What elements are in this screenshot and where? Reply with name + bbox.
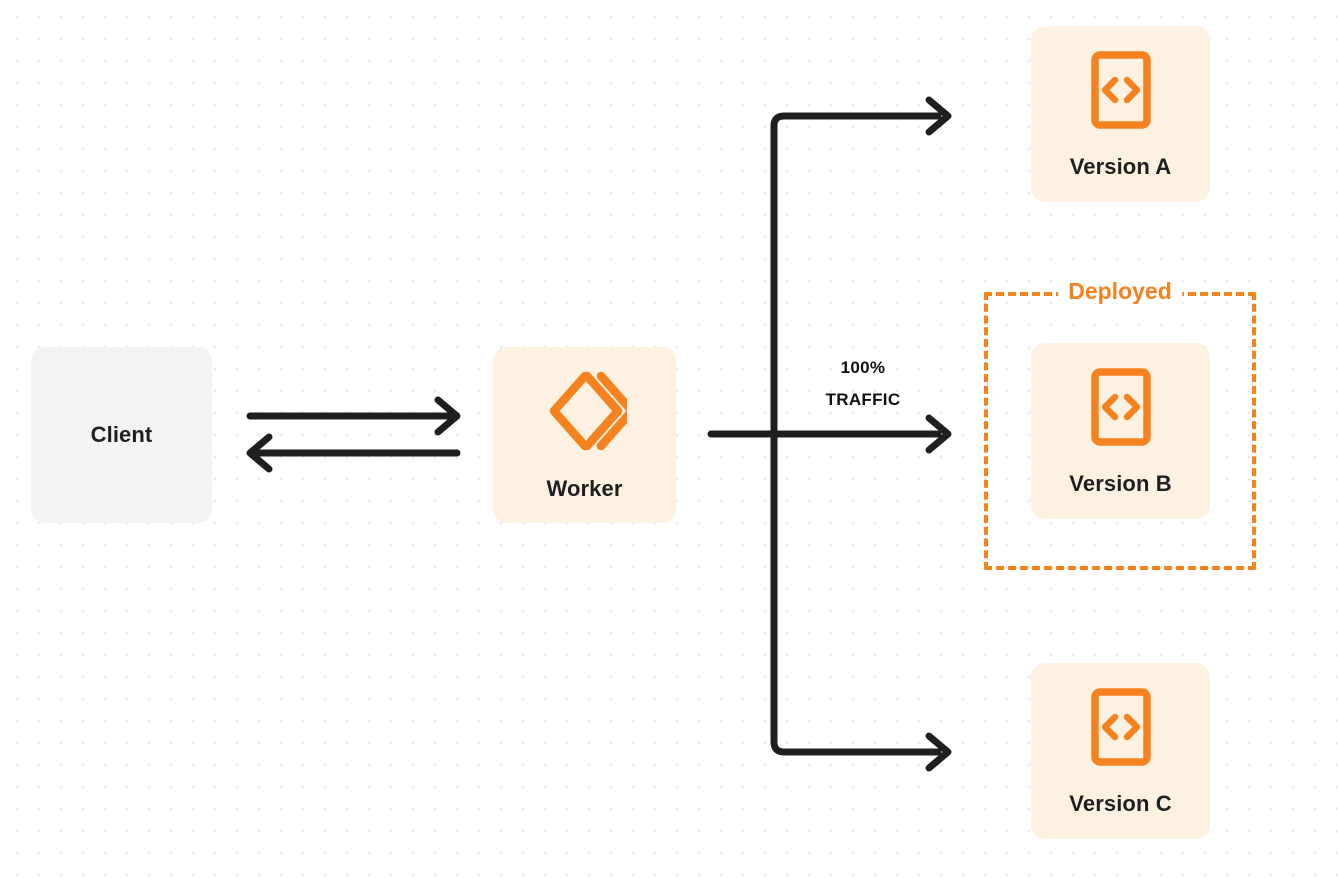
node-worker[interactable]: Worker xyxy=(493,347,676,523)
node-client[interactable]: Client xyxy=(31,347,212,523)
node-worker-label: Worker xyxy=(546,476,623,501)
node-version-b[interactable]: Version B xyxy=(1031,343,1210,519)
node-client-label: Client xyxy=(90,422,153,447)
code-file-icon xyxy=(1090,50,1152,130)
cloudflare-workers-icon xyxy=(543,370,627,452)
node-version-b-label: Version B xyxy=(1069,471,1172,496)
node-version-c-label: Version C xyxy=(1069,791,1172,816)
connector-client-to-worker xyxy=(246,396,461,436)
node-version-a-label: Version A xyxy=(1069,154,1172,179)
traffic-annotation: 100% TRAFFIC xyxy=(790,352,936,417)
traffic-caption-label: TRAFFIC xyxy=(825,390,901,410)
code-file-icon xyxy=(1090,367,1152,447)
code-file-icon xyxy=(1090,687,1152,767)
deployed-frame-label: Deployed xyxy=(1058,280,1182,304)
node-version-c[interactable]: Version C xyxy=(1031,663,1210,839)
connector-worker-to-version-a xyxy=(925,96,952,136)
connector-distribution-bus xyxy=(770,112,942,756)
traffic-percent-label: 100% xyxy=(840,358,886,377)
connector-worker-to-client xyxy=(246,433,461,473)
deployed-frame: Deployed xyxy=(984,280,1256,570)
connector-worker-to-version-c xyxy=(925,732,952,772)
node-version-a[interactable]: Version A xyxy=(1031,26,1210,202)
connector-worker-to-version-b xyxy=(707,414,952,454)
